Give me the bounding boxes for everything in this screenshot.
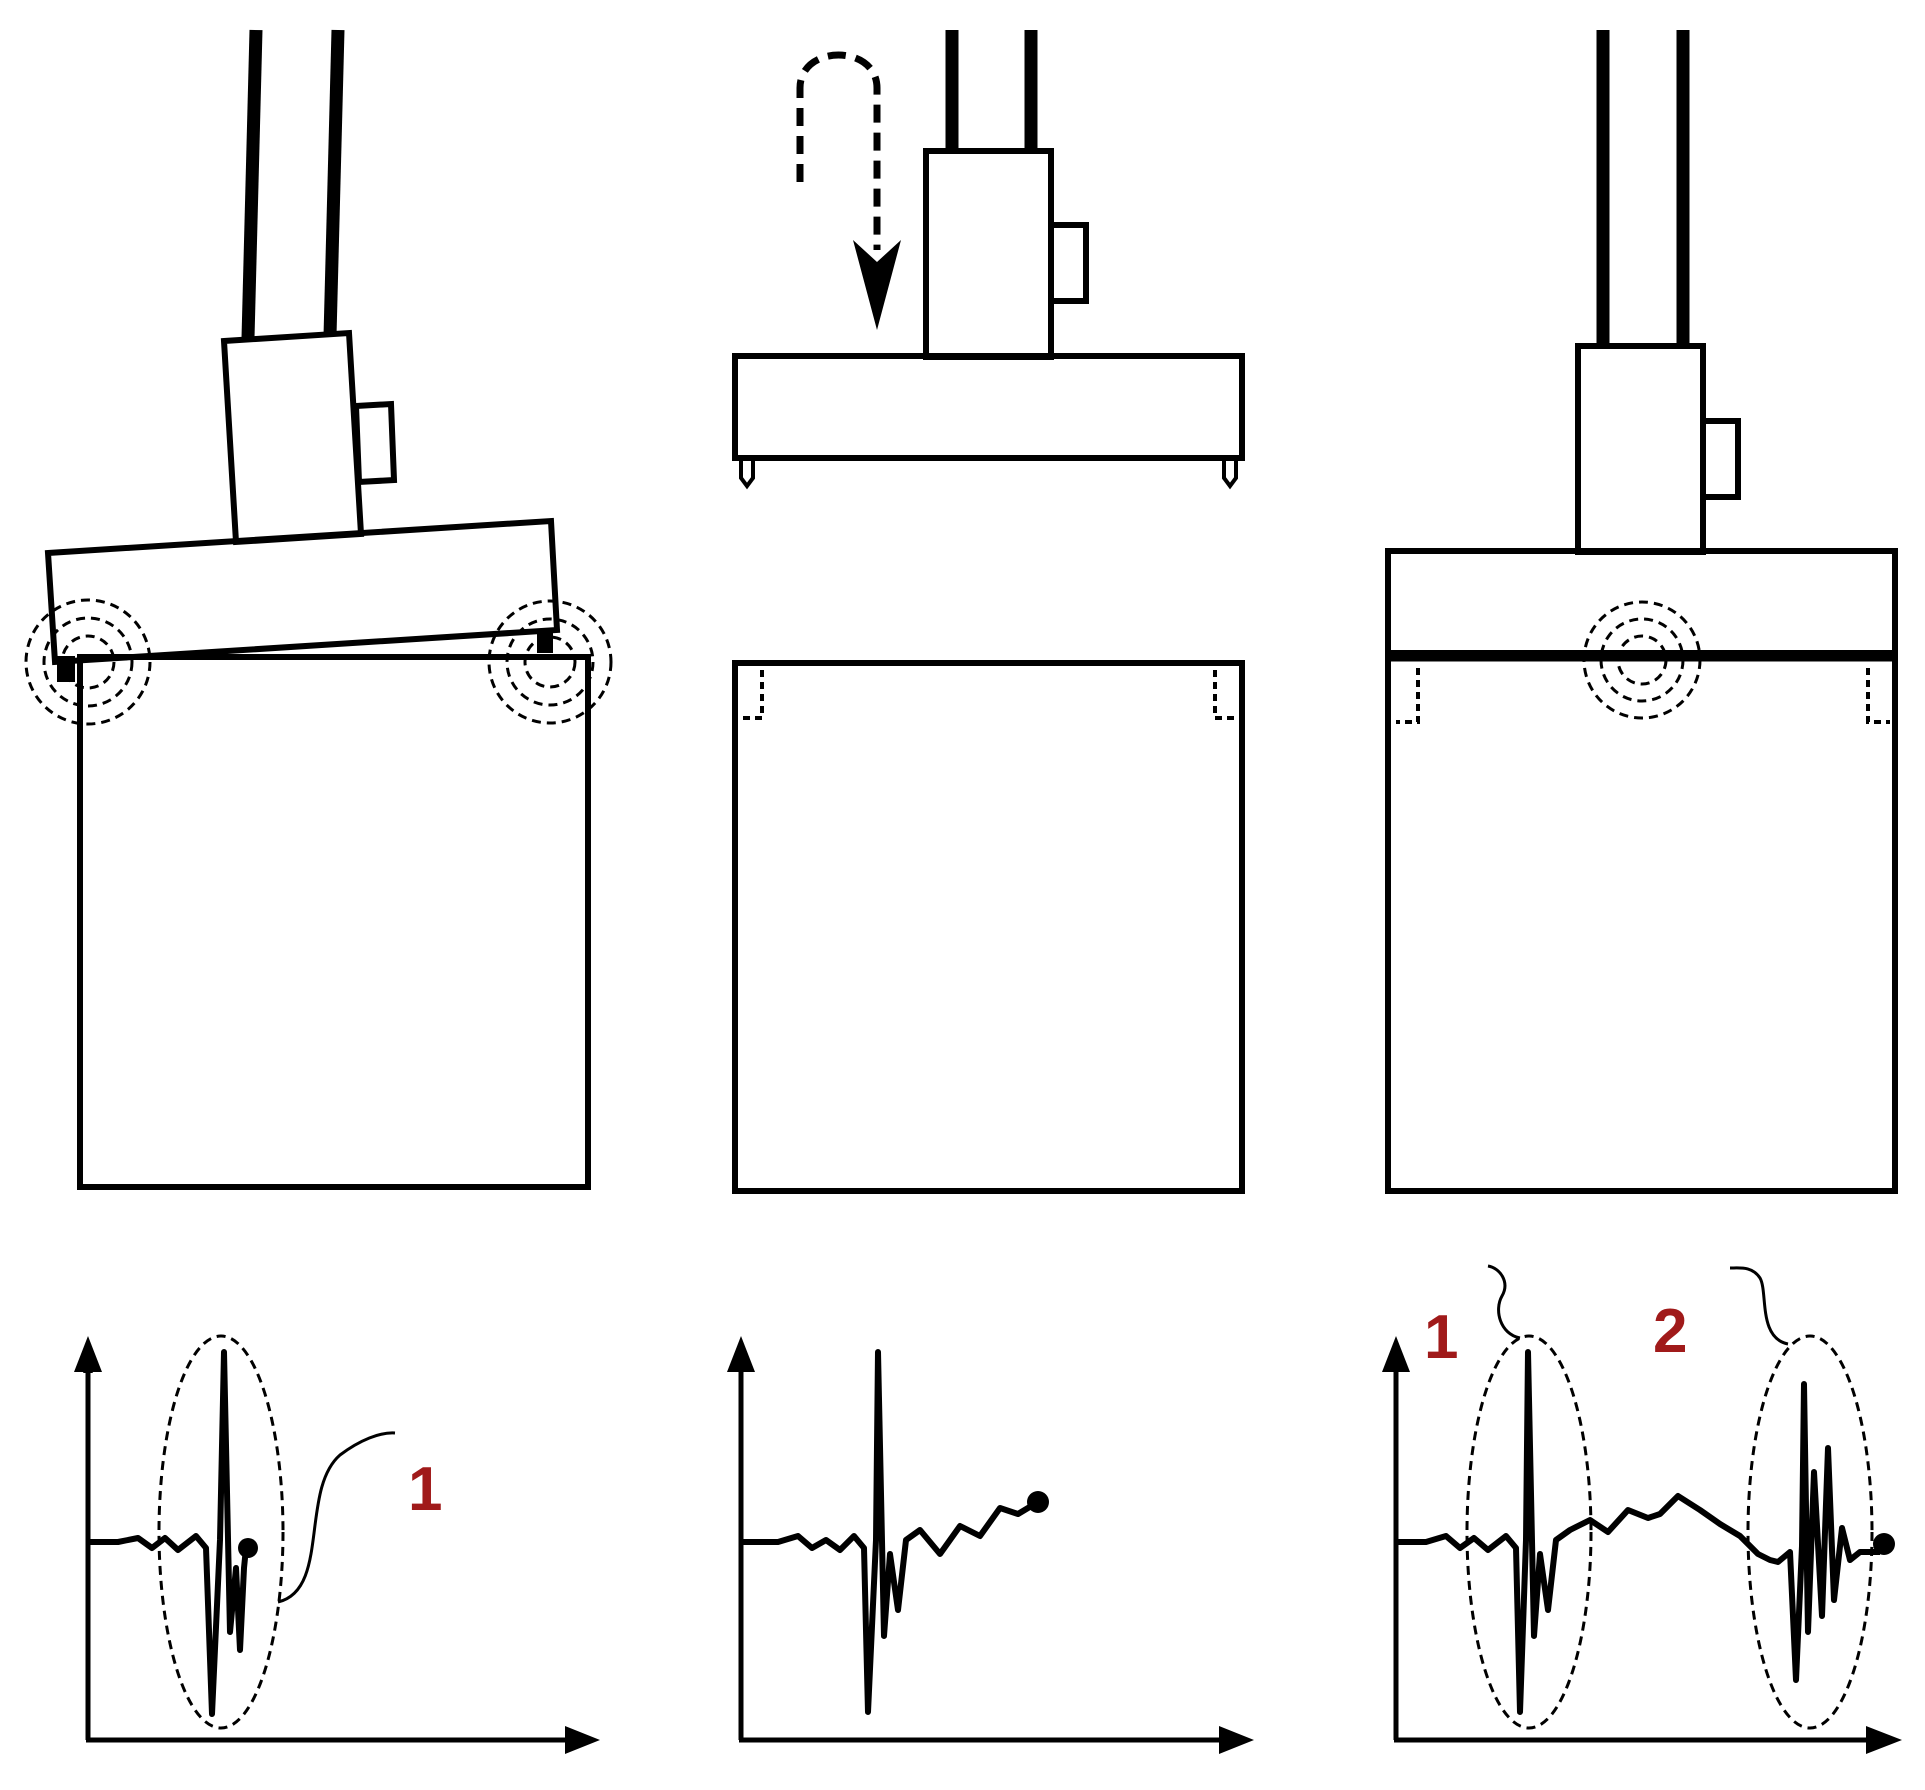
signal-plot-3	[1382, 1264, 1902, 1754]
specimen-block	[732, 660, 1245, 1194]
plot-1-waveform	[88, 1349, 249, 1717]
signal-plot-1	[74, 1334, 600, 1754]
signal-plot-2	[727, 1336, 1254, 1754]
socket-right	[1866, 668, 1890, 724]
tilted-plate	[44, 517, 561, 666]
socket-right	[1213, 670, 1237, 720]
vibration-ripple-right	[487, 599, 613, 725]
plot-1-highlight-ellipse	[157, 1334, 285, 1730]
vibration-ripple-center	[1582, 600, 1702, 720]
plate-foot-right	[1222, 458, 1238, 490]
label-panel-1: 1	[408, 1455, 442, 1524]
plot-3-highlight-ellipse-2	[1746, 1334, 1874, 1730]
panel-tilted-contact	[24, 29, 613, 1190]
tool-head-body	[220, 329, 365, 546]
plot-3-leader-line-2	[1729, 1266, 1789, 1346]
label-panel-3-second: 2	[1653, 1297, 1687, 1366]
contact-pin-right	[537, 629, 553, 653]
approach-arrowhead-icon	[853, 240, 901, 330]
panel-approach	[732, 30, 1245, 1194]
tool-head-body	[1575, 343, 1706, 555]
label-panel-3-first: 1	[1424, 1303, 1458, 1372]
flat-plate	[732, 353, 1245, 461]
plot-1-leader-line	[277, 1431, 396, 1604]
plot-1-end-dot	[238, 1538, 258, 1558]
vibration-ripple-left	[24, 598, 152, 726]
tool-head-knob	[1700, 418, 1741, 500]
specimen-block	[77, 654, 591, 1190]
plate-foot-left	[739, 458, 755, 490]
plot-3-end-dot	[1873, 1533, 1895, 1555]
plot-3-highlight-ellipse-1	[1465, 1334, 1593, 1730]
plot-2-end-dot	[1027, 1491, 1049, 1513]
tool-head-knob	[1048, 222, 1089, 304]
specimen-block	[1385, 655, 1898, 1194]
tool-head-knob	[352, 400, 398, 486]
socket-left	[740, 670, 764, 720]
panel-flat-contact	[1385, 30, 1898, 1194]
tool-head-body	[923, 148, 1054, 360]
shaft-left-rod	[241, 29, 263, 339]
plot-2-waveform	[741, 1349, 1040, 1715]
shaft-right-rod	[323, 29, 345, 337]
plot-3-leader-line-1	[1487, 1264, 1521, 1340]
plot-3-waveform	[1396, 1349, 1880, 1715]
socket-left	[1396, 668, 1420, 724]
approach-motion-arrow	[796, 51, 881, 250]
